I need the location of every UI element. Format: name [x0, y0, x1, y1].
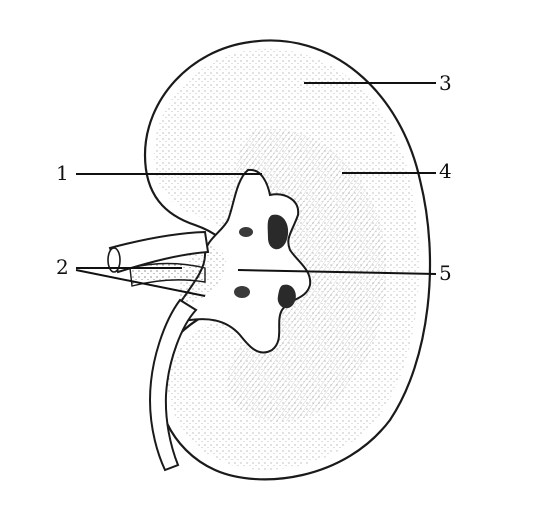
- pelvis-cavity-lower: [277, 284, 296, 309]
- pelvis-cavity-small-1: [239, 227, 253, 237]
- renal-vessel-2: [129, 262, 206, 287]
- label-5: 5: [439, 261, 452, 285]
- vessel-opening: [107, 247, 121, 273]
- label-1: 1: [56, 161, 69, 185]
- leader-line-5: [237, 269, 437, 275]
- pelvis-cavity-upper: [267, 214, 289, 250]
- ureter: [148, 298, 198, 472]
- label-4: 4: [439, 159, 452, 183]
- label-2: 2: [56, 255, 69, 279]
- pelvis-cavity-small-2: [234, 286, 250, 298]
- leader-line-2b: [75, 269, 206, 297]
- label-3: 3: [439, 71, 452, 95]
